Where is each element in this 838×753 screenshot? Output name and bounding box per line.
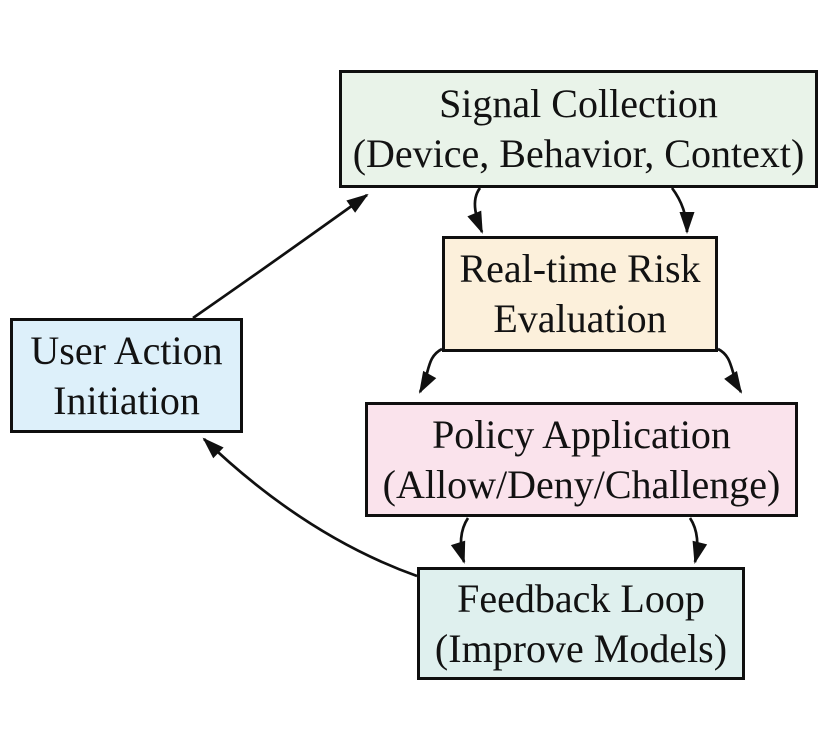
node-signal-collection: Signal Collection (Device, Behavior, Con… [339, 70, 818, 188]
edge-risk-to-policy-left [418, 347, 443, 394]
edge-feedback-to-user-action [202, 437, 418, 578]
node-risk-evaluation-line1: Real-time Risk [459, 246, 701, 291]
node-feedback-loop-line2: (Improve Models) [434, 625, 728, 671]
node-policy-application-line2: (Allow/Deny/Challenge) [382, 461, 781, 507]
edge-policy-to-feedback-left [450, 517, 470, 564]
edge-risk-to-policy-right [717, 347, 743, 394]
node-signal-collection-line2: (Device, Behavior, Context) [352, 131, 805, 176]
node-user-action-line1: User Action [30, 327, 223, 373]
node-feedback-loop-line1: Feedback Loop [457, 575, 705, 621]
node-feedback-loop: Feedback Loop (Improve Models) [417, 567, 745, 680]
edge-user-action-to-signal-collection [192, 193, 369, 320]
node-user-action-line2: Initiation [53, 377, 200, 423]
node-policy-application-line1: Policy Application [432, 411, 731, 457]
node-user-action-initiation: User Action Initiation [10, 318, 243, 433]
edge-policy-to-feedback-right [688, 517, 708, 564]
node-risk-evaluation: Real-time Risk Evaluation [442, 236, 718, 352]
node-risk-evaluation-line2: Evaluation [493, 296, 667, 341]
node-policy-application: Policy Application (Allow/Deny/Challenge… [365, 402, 798, 517]
edge-signal-to-risk-right [670, 187, 695, 234]
node-signal-collection-line1: Signal Collection [439, 81, 718, 126]
edge-signal-to-risk-left [467, 187, 484, 234]
